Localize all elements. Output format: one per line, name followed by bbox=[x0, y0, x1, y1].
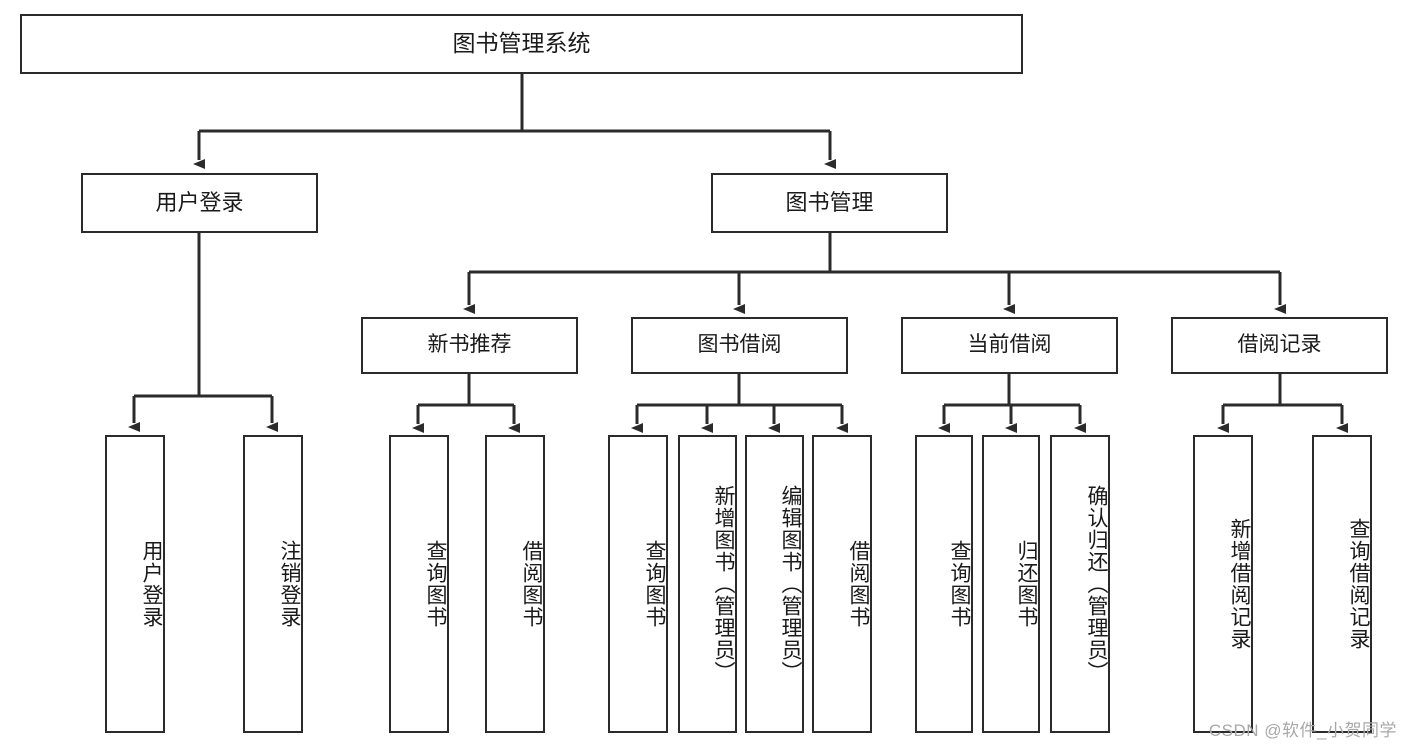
node-label: 当前借阅 bbox=[967, 333, 1052, 357]
node-label: 查询图书 bbox=[643, 540, 666, 628]
node-leaf-edit-book[interactable]: 编辑图书（管理员） bbox=[745, 435, 804, 733]
node-current-borrow[interactable]: 当前借阅 bbox=[901, 317, 1118, 374]
node-leaf-query-book-3[interactable]: 查询图书 bbox=[915, 435, 973, 733]
node-label: 用户登录 bbox=[155, 190, 244, 216]
node-label: 新增图书（管理员） bbox=[712, 485, 735, 683]
node-label: 借阅图书 bbox=[847, 540, 870, 628]
node-label: 新增借阅记录 bbox=[1228, 518, 1251, 650]
node-label: 借阅记录 bbox=[1237, 333, 1322, 357]
node-leaf-borrow-book-2[interactable]: 借阅图书 bbox=[812, 435, 872, 733]
node-leaf-query-book-2[interactable]: 查询图书 bbox=[608, 435, 668, 733]
node-book-borrow[interactable]: 图书借阅 bbox=[631, 317, 848, 374]
node-label: 编辑图书（管理员） bbox=[779, 485, 802, 683]
node-label: 图书借阅 bbox=[697, 333, 782, 357]
csdn-watermark: CSDN @软件_小贺同学 bbox=[1208, 721, 1397, 740]
node-label: 查询图书 bbox=[948, 540, 971, 628]
node-label: 借阅图书 bbox=[520, 540, 543, 628]
node-label: 确认归还（管理员） bbox=[1085, 485, 1108, 683]
node-book-management[interactable]: 图书管理 bbox=[711, 173, 948, 233]
node-leaf-query-record[interactable]: 查询借阅记录 bbox=[1312, 435, 1372, 733]
node-borrow-record[interactable]: 借阅记录 bbox=[1171, 317, 1388, 374]
node-leaf-borrow-book-1[interactable]: 借阅图书 bbox=[485, 435, 545, 733]
node-label: 新书推荐 bbox=[427, 333, 512, 357]
node-user-login[interactable]: 用户登录 bbox=[81, 173, 318, 233]
node-label: 归还图书 bbox=[1015, 540, 1038, 628]
node-label: 用户登录 bbox=[140, 540, 163, 628]
node-label: 图书管理系统 bbox=[452, 30, 591, 57]
node-label: 查询借阅记录 bbox=[1347, 518, 1370, 650]
node-label: 查询图书 bbox=[424, 540, 447, 628]
node-root-book-management-system[interactable]: 图书管理系统 bbox=[20, 14, 1023, 74]
node-leaf-logout-login[interactable]: 注销登录 bbox=[243, 435, 303, 733]
node-leaf-query-book-1[interactable]: 查询图书 bbox=[389, 435, 449, 733]
node-leaf-return-book[interactable]: 归还图书 bbox=[982, 435, 1040, 733]
node-leaf-add-record[interactable]: 新增借阅记录 bbox=[1193, 435, 1253, 733]
node-label: 图书管理 bbox=[785, 190, 874, 216]
node-leaf-add-book[interactable]: 新增图书（管理员） bbox=[678, 435, 737, 733]
node-new-book-recommend[interactable]: 新书推荐 bbox=[361, 317, 578, 374]
node-leaf-user-login[interactable]: 用户登录 bbox=[105, 435, 165, 733]
node-label: 注销登录 bbox=[278, 540, 301, 628]
node-leaf-confirm-return[interactable]: 确认归还（管理员） bbox=[1050, 435, 1110, 733]
